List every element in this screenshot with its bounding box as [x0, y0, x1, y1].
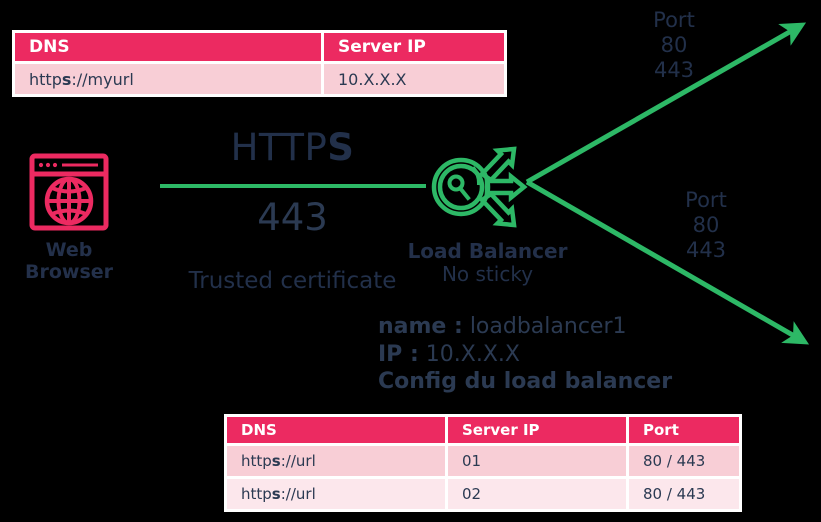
cell-server-ip: 02	[448, 479, 626, 509]
dns-prefix: http	[241, 452, 272, 470]
cell-dns: https://myurl	[15, 64, 321, 94]
config-name-line: name : loadbalancer1	[378, 313, 672, 341]
load-balancer-title: Load Balancer	[407, 239, 568, 263]
backend-top-port-label: Port 80 443	[653, 8, 695, 83]
load-balancer-subtitle: No sticky	[441, 262, 534, 286]
dns-bold-s: s	[271, 452, 281, 470]
dns-bold-s: s	[61, 69, 72, 89]
column-header-server-ip: Server IP	[324, 33, 504, 61]
trusted-certificate-label: Trusted certificate	[188, 268, 397, 294]
load-balancer-config-text: name : loadbalancer1 IP : 10.X.X.X Confi…	[378, 313, 672, 396]
web-browser-node: Web Browser	[10, 152, 128, 284]
connection-line	[160, 184, 426, 188]
config-ip-line: IP : 10.X.X.X	[378, 341, 672, 369]
column-header-dns: DNS	[227, 417, 445, 443]
config-ip-key: IP :	[378, 341, 419, 367]
table-header-row: DNS Server IP Port	[227, 417, 739, 443]
web-browser-label: Web Browser	[24, 239, 114, 283]
dns-prefix: http	[29, 69, 62, 89]
dns-suffix: ://url	[280, 452, 316, 470]
protocol-port-label: 443	[257, 196, 328, 239]
config-heading: Config du load balancer	[378, 369, 673, 394]
cell-server-ip: 10.X.X.X	[324, 64, 504, 94]
config-name-value: loadbalancer1	[469, 314, 627, 339]
cell-dns: https://url	[227, 479, 445, 509]
cell-dns: https://url	[227, 446, 445, 476]
web-browser-globe-icon	[29, 153, 109, 231]
protocol-prefix: HTTP	[230, 126, 328, 169]
cell-port: 80 / 443	[629, 446, 739, 476]
config-ip-value: 10.X.X.X	[425, 341, 520, 367]
table-header-row: DNS Server IP	[15, 33, 504, 61]
column-header-port: Port	[629, 417, 739, 443]
cell-server-ip: 01	[448, 446, 626, 476]
table-row: https://url 01 80 / 443	[227, 446, 739, 476]
table-row: https://myurl 10.X.X.X	[15, 64, 504, 94]
dns-bold-s: s	[271, 485, 281, 503]
column-header-dns: DNS	[15, 33, 321, 61]
protocol-bold-s: S	[327, 126, 355, 169]
dns-prefix: http	[241, 485, 272, 503]
cell-port: 80 / 443	[629, 479, 739, 509]
dns-suffix: ://url	[280, 485, 316, 503]
dns-suffix: ://myurl	[71, 69, 134, 89]
dns-server-table: DNS Server IP https://myurl 10.X.X.X	[12, 30, 507, 97]
backend-bottom-port-label: Port 80 443	[685, 188, 727, 263]
load-balancer-gauge-arrows-icon	[431, 146, 528, 228]
table-row: https://url 02 80 / 443	[227, 479, 739, 509]
protocol-label: HTTPS	[155, 126, 430, 169]
column-header-server-ip: Server IP	[448, 417, 626, 443]
config-name-key: name :	[378, 314, 463, 339]
load-balancer-config-table: DNS Server IP Port https://url 01 80 / 4…	[224, 414, 742, 512]
